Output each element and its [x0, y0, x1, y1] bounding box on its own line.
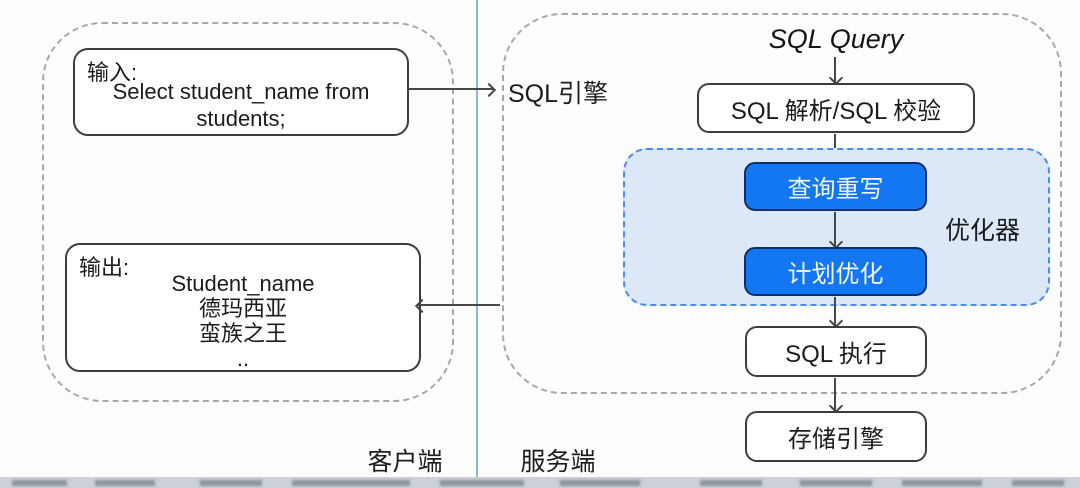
arrow-query-to-parse [828, 57, 844, 86]
plan-optimize-box: 计划优化 [744, 247, 927, 296]
output-result-text: Student_name 德玛西亚 蛮族之王 .. [67, 271, 419, 371]
strip-segment [700, 480, 762, 486]
sql-query-label: SQL Query [768, 24, 904, 54]
client-region [42, 22, 454, 402]
output-line: .. [236, 346, 250, 371]
input-line: Select student_name from [112, 79, 370, 104]
optimizer-label: 优化器 [945, 217, 1021, 245]
strip-segment [95, 480, 155, 486]
sql-execute-label: SQL 执行 [785, 341, 887, 368]
arrow-input-to-engine [407, 82, 497, 98]
output-box: 输出: Student_name 德玛西亚 蛮族之王 .. [65, 243, 421, 372]
input-title: 输入: [87, 60, 138, 85]
storage-engine-label: 存储引擎 [788, 426, 884, 453]
sql-parse-validate-label: SQL 解析/SQL 校验 [730, 97, 942, 125]
output-title: 输出: [79, 255, 130, 280]
input-query-text: Select student_name from students; [75, 78, 407, 132]
sql-engine-label: SQL引擎 [508, 80, 609, 108]
plan-optimize-label: 计划优化 [787, 261, 884, 288]
strip-segment [440, 480, 524, 486]
strip-segment [12, 480, 67, 486]
output-line: 德玛西亚 [198, 296, 287, 321]
server-region [502, 13, 1062, 394]
strip-segment [902, 480, 982, 486]
bottom-blur-strip [0, 477, 1080, 488]
strip-segment [1012, 480, 1064, 486]
server-section-label: 服务端 [520, 448, 596, 476]
strip-segment [292, 480, 410, 486]
arrow-execute-to-storage [828, 378, 844, 414]
sql-execute-box: SQL 执行 [745, 326, 927, 377]
strip-segment [800, 480, 872, 486]
sql-parse-validate-box: SQL 解析/SQL 校验 [697, 83, 975, 133]
strip-segment [200, 480, 262, 486]
arrow-rewrite-to-plan [828, 212, 844, 250]
output-line: Student_name [171, 271, 315, 296]
arrow-parse-to-optimizer [828, 134, 844, 164]
client-server-divider [476, 0, 478, 477]
client-section-label: 客户端 [367, 448, 443, 476]
input-line: students; [196, 106, 286, 131]
output-line: 蛮族之王 [198, 321, 287, 346]
query-rewrite-box: 查询重写 [744, 162, 927, 211]
input-box: 输入: Select student_name from students; [73, 48, 409, 136]
arrowhead-right-icon [481, 82, 497, 98]
arrow-server-to-output [414, 298, 500, 314]
query-rewrite-label: 查询重写 [787, 176, 884, 203]
strip-segment [560, 480, 640, 486]
arrow-plan-to-execute [828, 297, 844, 329]
storage-engine-box: 存储引擎 [745, 411, 927, 462]
